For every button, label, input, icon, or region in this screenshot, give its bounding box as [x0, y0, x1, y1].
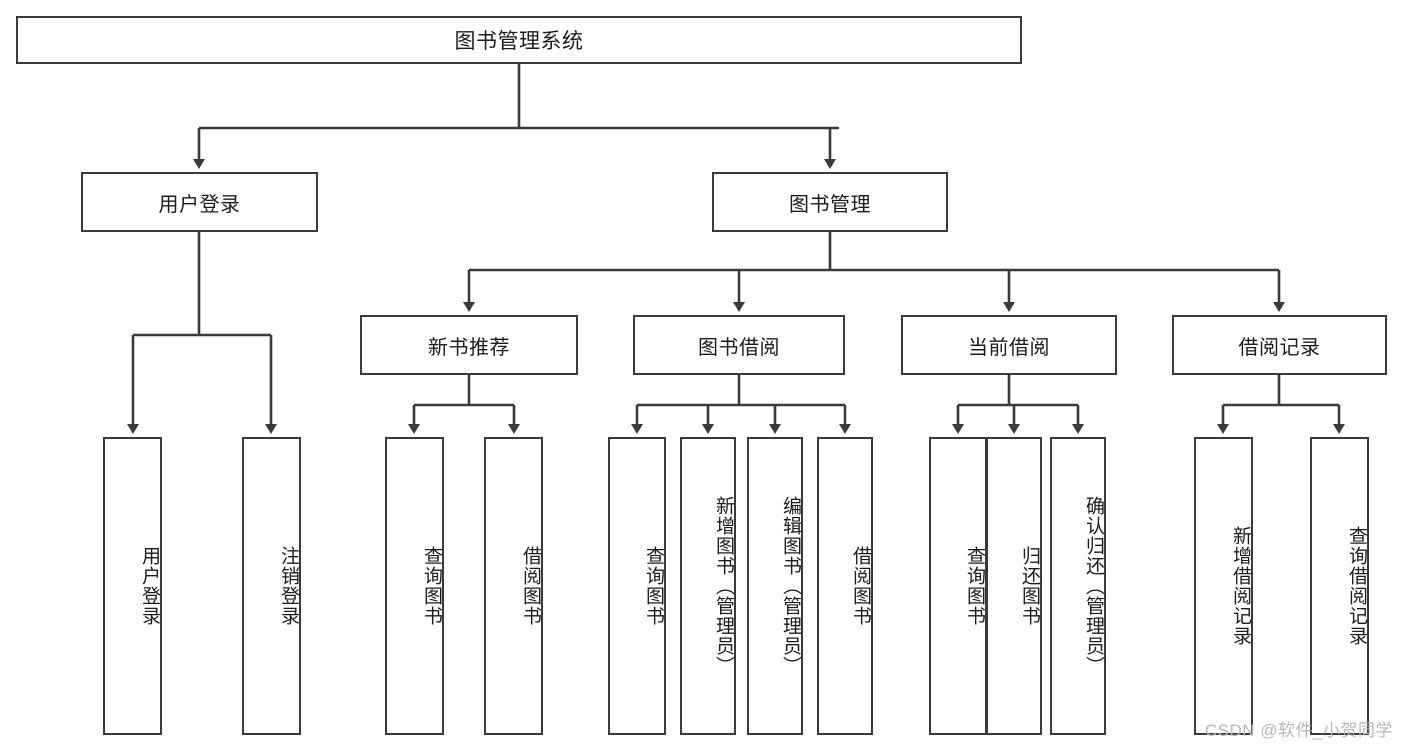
node-label: 图书管理 — [789, 193, 871, 216]
node-label: 归还图书 — [1019, 546, 1040, 626]
node-leaf-borrow-book-1[interactable]: 借阅图书 — [484, 437, 543, 735]
node-label: 查询图书 — [643, 546, 664, 626]
node-label: 借阅图书 — [850, 546, 871, 626]
node-root-system[interactable]: 图书管理系统 — [16, 16, 1022, 64]
node-label: 用户登录 — [158, 193, 241, 216]
node-new-book-recommend[interactable]: 新书推荐 — [360, 315, 578, 375]
node-label: 用户登录 — [139, 546, 160, 626]
node-leaf-add-record[interactable]: 新增借阅记录 — [1194, 437, 1253, 735]
node-leaf-borrow-book-2[interactable]: 借阅图书 — [817, 437, 873, 735]
node-label: 查询图书 — [421, 546, 442, 626]
node-label: 查询借阅记录 — [1346, 526, 1367, 646]
node-leaf-add-book[interactable]: 新增图书（管理员） — [680, 437, 736, 735]
node-label: 借阅记录 — [1238, 336, 1321, 359]
node-leaf-query-book-3[interactable]: 查询图书 — [929, 437, 987, 735]
node-label: 编辑图书（管理员） — [780, 496, 801, 676]
node-label: 新书推荐 — [428, 336, 510, 359]
node-label: 图书借阅 — [698, 336, 780, 359]
node-user-login[interactable]: 用户登录 — [81, 172, 318, 232]
node-current-borrow[interactable]: 当前借阅 — [901, 315, 1117, 375]
node-leaf-return-book[interactable]: 归还图书 — [986, 437, 1042, 735]
node-borrow-record[interactable]: 借阅记录 — [1172, 315, 1387, 375]
node-leaf-query-book-1[interactable]: 查询图书 — [385, 437, 444, 735]
node-label: 新增借阅记录 — [1230, 526, 1251, 646]
node-leaf-query-record[interactable]: 查询借阅记录 — [1310, 437, 1369, 735]
node-label: 确认归还（管理员） — [1083, 496, 1104, 676]
node-leaf-confirm-return[interactable]: 确认归还（管理员） — [1050, 437, 1106, 735]
node-book-manage[interactable]: 图书管理 — [712, 172, 948, 232]
node-leaf-edit-book[interactable]: 编辑图书（管理员） — [747, 437, 803, 735]
node-label: 新增图书（管理员） — [713, 496, 734, 676]
node-leaf-user-login[interactable]: 用户登录 — [103, 437, 162, 735]
node-label: 查询图书 — [964, 546, 985, 626]
node-leaf-logout-login[interactable]: 注销登录 — [242, 437, 301, 735]
node-leaf-query-book-2[interactable]: 查询图书 — [608, 437, 666, 735]
node-label: 图书管理系统 — [454, 30, 584, 53]
node-label: 借阅图书 — [520, 546, 541, 626]
csdn-watermark: CSDN @软件_小贺同学 — [1204, 721, 1393, 740]
node-book-borrow[interactable]: 图书借阅 — [633, 315, 845, 375]
node-label: 注销登录 — [278, 546, 299, 626]
node-label: 当前借阅 — [968, 336, 1050, 359]
